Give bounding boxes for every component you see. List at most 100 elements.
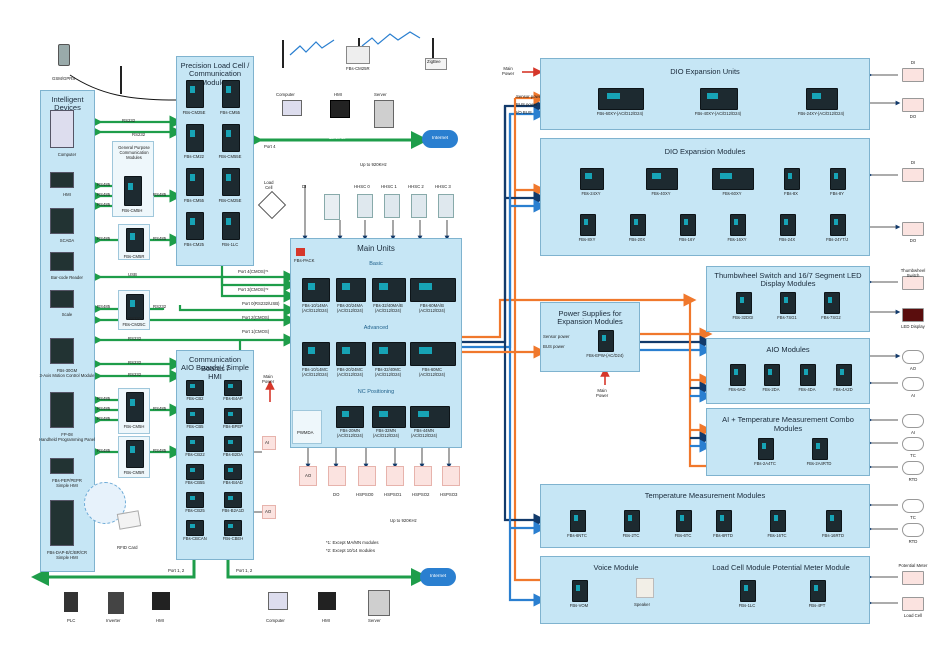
expansion-module-label: FBs-40XY [651, 191, 671, 196]
link-label-rs485: RS485 [97, 406, 111, 411]
precision-module [222, 212, 240, 240]
expansion-module [758, 438, 774, 460]
ai-icon [902, 377, 924, 391]
gsm-label: GSM/GPRS [52, 76, 76, 81]
expansion-module-label: FBs-8Y [830, 191, 844, 196]
led-display-icon [902, 308, 924, 322]
right-side-label: Potential Meter [898, 563, 928, 568]
comm-board-label: FBs-BPEP [222, 424, 243, 429]
nc-unit [410, 406, 450, 428]
port4cmos-label: Port 4(CMOS)*¹ [238, 269, 269, 274]
expansion-module [800, 364, 816, 386]
link-label-rs485: RS485 [97, 202, 111, 207]
right-side-label: DI [910, 160, 916, 165]
intelligent-device-label: FBs-PEP/PEPR Simple HMI [52, 478, 82, 488]
right-side-label: DO [909, 114, 917, 119]
port2cmos-label: Port 2(CMOS) [242, 315, 270, 320]
intelligent-devices-title-1: Intelligent [51, 95, 84, 104]
dio-modules-panel: DIO Expansion Modules [540, 138, 870, 256]
internet-cloud-bottom: Internet [420, 568, 456, 586]
power-supplies-title-1: Power Supplies for [558, 309, 622, 318]
expansion-module [598, 88, 644, 110]
pack-icon [296, 248, 305, 256]
main-unit-label: FBs-32/40MC (AC/D12/D24) [374, 367, 402, 377]
footnote-1: *1: Except MA/MN modules [326, 540, 379, 545]
ai-temp-combo-panel: AI + Temperature Measurement Combo Modul… [706, 408, 870, 476]
intelligent-device-label: FP-08 Handheld Programming Panel [38, 432, 96, 442]
expansion-module-label: FBs-1LC [738, 603, 756, 608]
intelligent-device-label: HMI [63, 192, 71, 197]
plc-icon [64, 592, 78, 612]
main-unit [410, 342, 456, 366]
antenna-icon [432, 38, 434, 62]
comm-board-module [224, 408, 242, 424]
expansion-module [716, 510, 732, 532]
ao-box-mid [262, 505, 276, 519]
comm-board-label: FBs-CB2 [186, 396, 204, 401]
precision-module-label: FBs-CM25E [182, 110, 206, 115]
rtd-icon [902, 523, 924, 537]
right-side-label: RTD [908, 539, 918, 544]
link-label-rs232: RS232 [128, 316, 142, 321]
psu-bus-label: BUS power [543, 344, 565, 349]
port0-label: Port 0(RS232/USB) [242, 301, 280, 306]
hspso-box [442, 466, 460, 486]
main-unit [410, 278, 456, 302]
footnote-2: *2: Except 10/14 modules [326, 548, 375, 553]
expansion-module [676, 510, 692, 532]
expansion-module [740, 580, 756, 602]
expansion-module [730, 364, 746, 386]
cm25r-label: FBs-CM25R [346, 66, 370, 71]
expansion-module [780, 292, 796, 314]
main-unit-label: FBs-20/24MA (AC/D12/D24) [336, 303, 364, 313]
right-side-label: AO [909, 366, 917, 371]
expansion-module [836, 364, 852, 386]
precision-title-2: Communication Modules [188, 69, 242, 87]
tc-icon [902, 437, 924, 451]
expansion-module [780, 214, 796, 236]
top-computer-label: Computer [276, 92, 295, 97]
expansion-module-label: FBs-2TC [622, 533, 640, 538]
link-label-usb: USB [128, 272, 137, 277]
main-unit [372, 342, 406, 366]
port3cmos-label: Port 3(CMOS)*² [238, 287, 269, 292]
port12-right-label: Port 1, 2 [236, 568, 253, 573]
thumbwheel-title-1: Thumbwheel Switch and 16/7 Segment LED [714, 271, 862, 280]
cm5r-top-label: FBs-CM5R [123, 254, 145, 259]
main-unit [302, 278, 330, 302]
expansion-module [580, 214, 596, 236]
precision-module [186, 124, 204, 152]
cm5h-top-label: FBs-CM5H [121, 208, 143, 213]
expansion-module [570, 510, 586, 532]
precision-module [186, 168, 204, 196]
precision-title-1: Precision Load Cell / [180, 61, 250, 70]
intelligent-device-label: Bar-code Reader [51, 275, 83, 280]
comm-board-label: FBs-B4AP [223, 396, 243, 401]
expansion-module-label: FBs-24YT/J [825, 237, 849, 242]
ai-temp-combo-title: AI + Temperature Measurement Combo Modul… [722, 415, 854, 433]
hspso-box [358, 466, 376, 486]
di-sensor-icon [902, 68, 924, 82]
hspso-label: HSPSO3 [440, 492, 458, 497]
hspso-box [386, 466, 404, 486]
link-label-rs485: RS485 [97, 304, 111, 309]
expansion-module [806, 88, 838, 110]
rfid-label: RFID Card [117, 545, 138, 550]
expansion-module-label: FBs-2A4RTD [806, 461, 832, 466]
inverter-label: Inverter [106, 618, 121, 623]
cm5r-bot-label: FBs-CM5R [123, 470, 145, 475]
expansion-module-label: FBs-4DA [798, 387, 816, 392]
antenna-icon [120, 66, 122, 94]
cm25c-module [126, 294, 144, 320]
comm-board-module [224, 492, 242, 508]
ai-box-mid [262, 436, 276, 450]
hmi-icon [330, 100, 350, 118]
comm-board-label: FBs-CB22 [185, 452, 205, 457]
link-label-rs485: RS485 [97, 448, 111, 453]
link-label-rs485: RS485 [153, 192, 167, 197]
ao-label-mid: AO [265, 509, 272, 514]
internet-cloud-top: Internet [422, 130, 458, 148]
antenna-icon [358, 38, 360, 52]
right-side-label: AI [910, 393, 916, 398]
link-label-rs232: RS232 [128, 360, 142, 365]
